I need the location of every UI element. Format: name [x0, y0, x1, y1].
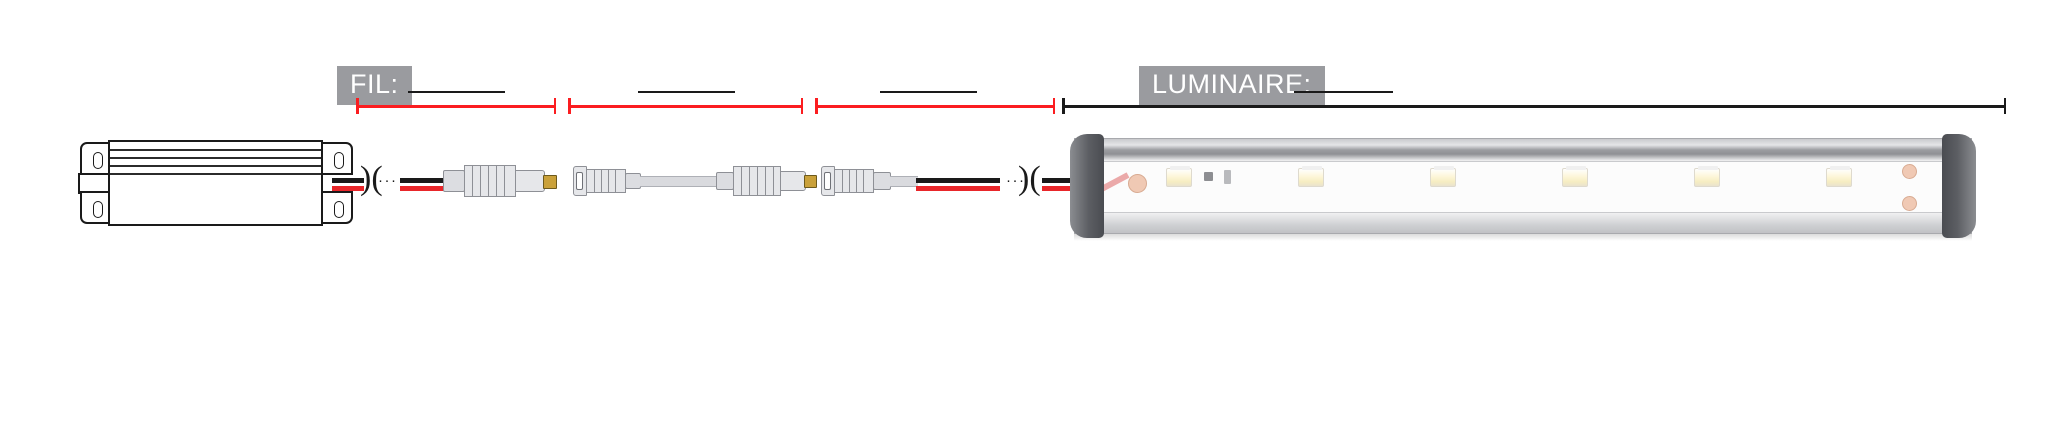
- third-blank-field[interactable]: [880, 91, 977, 93]
- led-chip: [1826, 166, 1852, 187]
- wire-break-symbol-right: )(: [1018, 160, 1041, 197]
- dimension-tick-right: [2003, 98, 2006, 114]
- psu-mount-ear-bottom-left: [80, 191, 112, 224]
- plug-rib: [504, 166, 506, 196]
- plug-rib: [757, 167, 759, 195]
- jack-rib: [849, 170, 851, 192]
- label-fil: FIL:: [337, 66, 412, 105]
- jack-rib: [615, 170, 617, 192]
- psu-mount-ear-top-left: [80, 142, 112, 175]
- led-chip: [1298, 166, 1324, 187]
- psu-wire-black-cont: [400, 178, 444, 183]
- smd-resistor: [1204, 172, 1213, 181]
- jack-barrel-grip: [834, 169, 874, 193]
- led-chip: [1430, 166, 1456, 187]
- terminal-dot-top: [1902, 164, 1917, 179]
- plug-rib: [488, 166, 490, 196]
- psu-fin: [110, 165, 321, 167]
- terminal-dot-bottom: [1902, 196, 1917, 211]
- jack-strain-relief: [625, 173, 641, 189]
- plug-rib: [749, 167, 751, 195]
- led-pcb-board: [1092, 161, 1950, 213]
- wire-dots-right: ···: [1006, 172, 1026, 189]
- luminaire-end-cap-left: [1070, 134, 1104, 238]
- luminaire-end-cap-right: [1942, 134, 1976, 238]
- dimension-tick-right: [1052, 98, 1055, 114]
- plug-rib: [496, 166, 498, 196]
- dimension-bracket-segment-3: [815, 98, 1055, 114]
- plug-rib: [765, 167, 767, 195]
- psu-wire-red-cont: [400, 186, 444, 191]
- jack-socket-opening: [576, 172, 583, 190]
- dimension-tick-right: [800, 98, 803, 114]
- psu-wire-black: [332, 178, 364, 183]
- plug-rib: [472, 166, 474, 196]
- extension-cable: [640, 176, 718, 187]
- wire-dots-left: ···: [378, 172, 398, 189]
- dimension-bracket-segment-1: [356, 98, 556, 114]
- jack-barrel-grip: [586, 169, 626, 193]
- psu-mount-ear-top-right: [321, 142, 353, 175]
- psu-housing: [108, 140, 323, 226]
- psu-fin: [110, 173, 321, 175]
- luminaire-wire-black-cont: [1042, 178, 1074, 183]
- plug-rib: [480, 166, 482, 196]
- plug-barrel-grip: [733, 166, 781, 196]
- jack-rib: [863, 170, 865, 192]
- psu-fin: [110, 149, 321, 151]
- plug-center-pin: [543, 175, 557, 189]
- dimension-bracket-segment-2: [568, 98, 803, 114]
- smd-resistor: [1224, 170, 1231, 184]
- plug-strain-relief: [716, 172, 734, 190]
- middle-blank-field[interactable]: [638, 91, 735, 93]
- label-luminaire: LUMINAIRE:: [1139, 66, 1325, 105]
- luminaire-shadow: [1074, 234, 1972, 241]
- psu-mount-ear-bottom-right: [321, 191, 353, 224]
- luminaire-wire-red-cont: [1042, 186, 1074, 191]
- dimension-bracket-segment-4: [1062, 98, 2006, 114]
- psu-wire-red: [332, 186, 364, 191]
- dimension-bar: [815, 105, 1055, 108]
- plug-rib: [773, 167, 775, 195]
- led-chip: [1694, 166, 1720, 187]
- psu-mount-hole: [93, 201, 103, 218]
- plug-strain-relief: [443, 170, 465, 192]
- dimension-bar: [1062, 105, 2006, 108]
- dimension-tick-right: [553, 98, 556, 114]
- jack-strain-relief: [873, 172, 891, 190]
- luminaire-wire-red: [916, 186, 1000, 191]
- psu-mount-hole: [334, 152, 344, 169]
- plug-sleeve: [780, 171, 806, 191]
- jack-socket-opening: [824, 172, 831, 190]
- fil-blank-field[interactable]: [408, 91, 505, 93]
- jack-rib: [601, 170, 603, 192]
- jack-rib: [594, 170, 596, 192]
- luminaire-wire-black: [916, 178, 1000, 183]
- jack-rib: [608, 170, 610, 192]
- plug-sleeve: [515, 170, 545, 192]
- wire-break-symbol-left: )(: [360, 160, 383, 197]
- dimension-bar: [356, 105, 556, 108]
- psu-mount-hole: [334, 201, 344, 218]
- internal-lead-terminal: [1128, 174, 1147, 193]
- jack-rib: [856, 170, 858, 192]
- plug-rib: [741, 167, 743, 195]
- led-chip: [1562, 166, 1588, 187]
- psu-fin: [110, 157, 321, 159]
- jack-rib: [842, 170, 844, 192]
- luminaire-lead-sleeve: [890, 176, 918, 187]
- power-supply-unit[interactable]: [78, 140, 358, 230]
- plug-center-pin: [804, 175, 817, 188]
- led-chip: [1166, 166, 1192, 187]
- psu-mount-hole: [93, 152, 103, 169]
- luminaire-blank-field[interactable]: [1294, 91, 1393, 93]
- dimension-bar: [568, 105, 803, 108]
- led-strip-luminaire[interactable]: [1040, 134, 2006, 244]
- plug-barrel-grip: [464, 165, 516, 197]
